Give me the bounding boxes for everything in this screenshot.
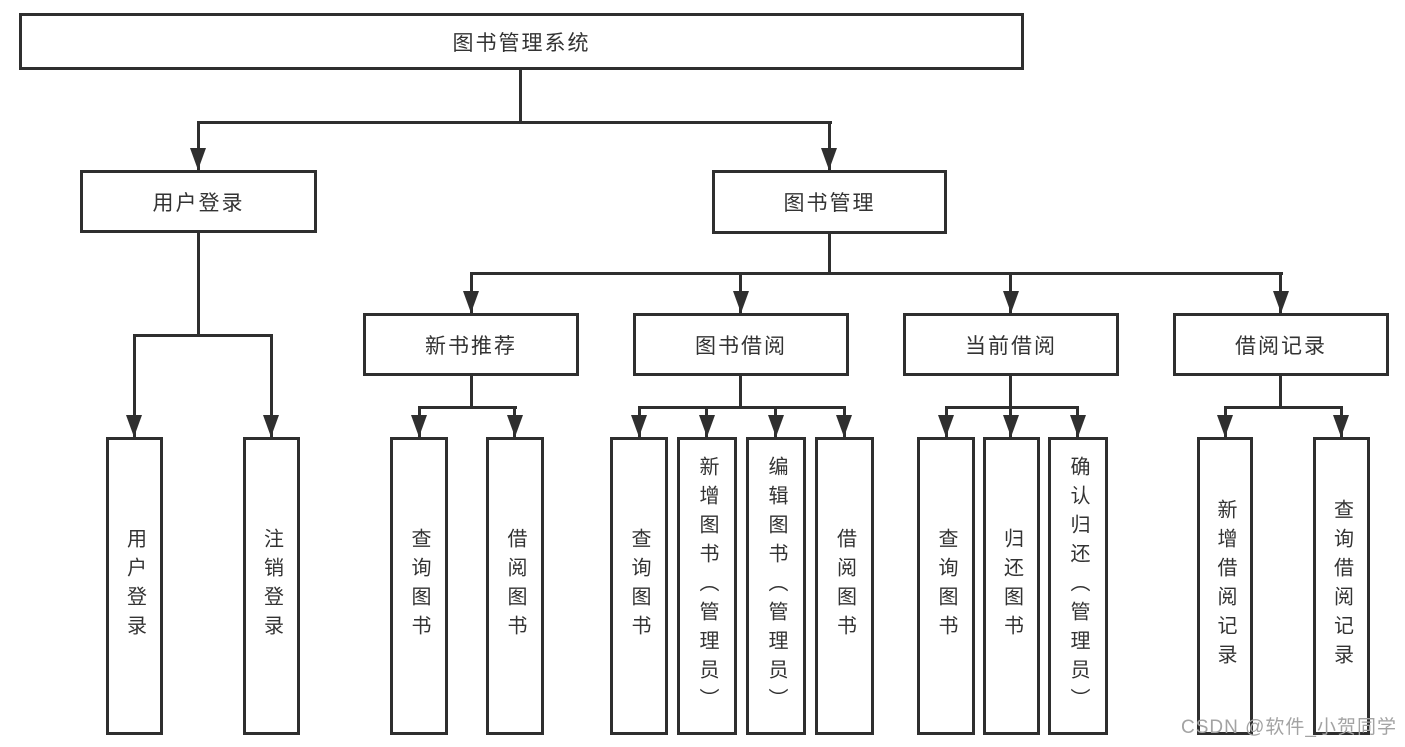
arrow-down-icon [507,415,523,437]
leaf-logout-label: 注销登录 [260,528,283,644]
connector-vline [197,121,200,170]
leaf-query-borrow-record: 查询借阅记录 [1313,437,1370,735]
leaf-return-books: 归还图书 [983,437,1040,735]
leaf-query-books-current: 查询图书 [917,437,975,735]
csdn-watermark: CSDN @软件_小贺同学 [1181,717,1397,738]
node-book-management-label: 图书管理 [783,192,876,215]
connector-vline [828,121,831,170]
leaf-borrow-books-recommend-label: 借阅图书 [504,528,526,644]
node-user-login: 用户登录 [80,170,317,233]
arrow-down-icon [938,415,954,437]
connector-vline [739,376,742,409]
connector-vline [1279,376,1282,409]
leaf-user-login-label: 用户登录 [123,528,146,644]
connector-hline [133,334,273,337]
connector-vline [1009,376,1012,409]
connector-vline [197,233,200,337]
arrow-down-icon [1217,415,1233,437]
leaf-query-books-borrowing: 查询图书 [610,437,668,735]
leaf-add-borrow-record-label: 新增借阅记录 [1214,499,1236,673]
leaf-query-books-recommend-label: 查询图书 [408,528,430,644]
arrow-down-icon [126,415,142,437]
leaf-add-book-admin: 新增图书（管理员） [677,437,737,735]
node-book-management: 图书管理 [712,170,947,234]
leaf-query-books-recommend: 查询图书 [390,437,448,735]
connector-vline [133,334,136,437]
node-current-borrowing-label: 当前借阅 [965,334,1057,358]
leaf-borrow-books: 借阅图书 [815,437,874,735]
arrow-down-icon [1003,415,1019,437]
arrow-down-icon [821,148,837,170]
arrow-down-icon [699,415,715,437]
leaf-edit-book-admin: 编辑图书（管理员） [746,437,806,735]
connector-hline [197,121,832,124]
connector-hline [638,406,846,409]
arrow-down-icon [1333,415,1349,437]
leaf-confirm-return-admin: 确认归还（管理员） [1048,437,1108,735]
arrow-down-icon [1070,415,1086,437]
leaf-user-login: 用户登录 [106,437,163,735]
arrow-down-icon [411,415,427,437]
arrow-down-icon [190,148,206,170]
node-new-book-recommendation-label: 新书推荐 [425,334,517,358]
arrow-down-icon [263,415,279,437]
arrow-down-icon [733,291,749,313]
leaf-query-books-borrowing-label: 查询图书 [628,528,650,644]
connector-vline [519,69,522,124]
node-book-borrowing: 图书借阅 [633,313,849,376]
leaf-confirm-return-admin-label: 确认归还（管理员） [1067,455,1089,717]
connector-hline [1224,406,1342,409]
leaf-edit-book-admin-label: 编辑图书（管理员） [765,455,787,717]
connector-hline [470,272,1283,275]
node-borrowing-records: 借阅记录 [1173,313,1389,376]
connector-hline [418,406,517,409]
leaf-return-books-label: 归还图书 [1000,528,1023,644]
leaf-query-books-current-label: 查询图书 [935,528,957,644]
node-current-borrowing: 当前借阅 [903,313,1119,376]
leaf-logout: 注销登录 [243,437,300,735]
node-user-login-label: 用户登录 [152,191,245,215]
arrow-down-icon [768,415,784,437]
arrow-down-icon [1273,291,1289,313]
node-new-book-recommendation: 新书推荐 [363,313,579,376]
connector-vline [828,234,831,275]
leaf-borrow-books-recommend: 借阅图书 [486,437,544,735]
connector-vline [470,376,473,409]
arrow-down-icon [836,415,852,437]
leaf-add-borrow-record: 新增借阅记录 [1197,437,1253,735]
node-library-system-label: 图书管理系统 [452,31,591,55]
connector-vline [270,334,273,437]
node-library-system: 图书管理系统 [19,13,1024,70]
connector-hline [945,406,1079,409]
arrow-down-icon [463,291,479,313]
leaf-query-borrow-record-label: 查询借阅记录 [1330,499,1353,673]
node-book-borrowing-label: 图书借阅 [695,334,787,358]
arrow-down-icon [1003,291,1019,313]
node-borrowing-records-label: 借阅记录 [1235,334,1327,358]
leaf-borrow-books-label: 借阅图书 [833,528,856,644]
leaf-add-book-admin-label: 新增图书（管理员） [696,455,718,717]
arrow-down-icon [631,415,647,437]
